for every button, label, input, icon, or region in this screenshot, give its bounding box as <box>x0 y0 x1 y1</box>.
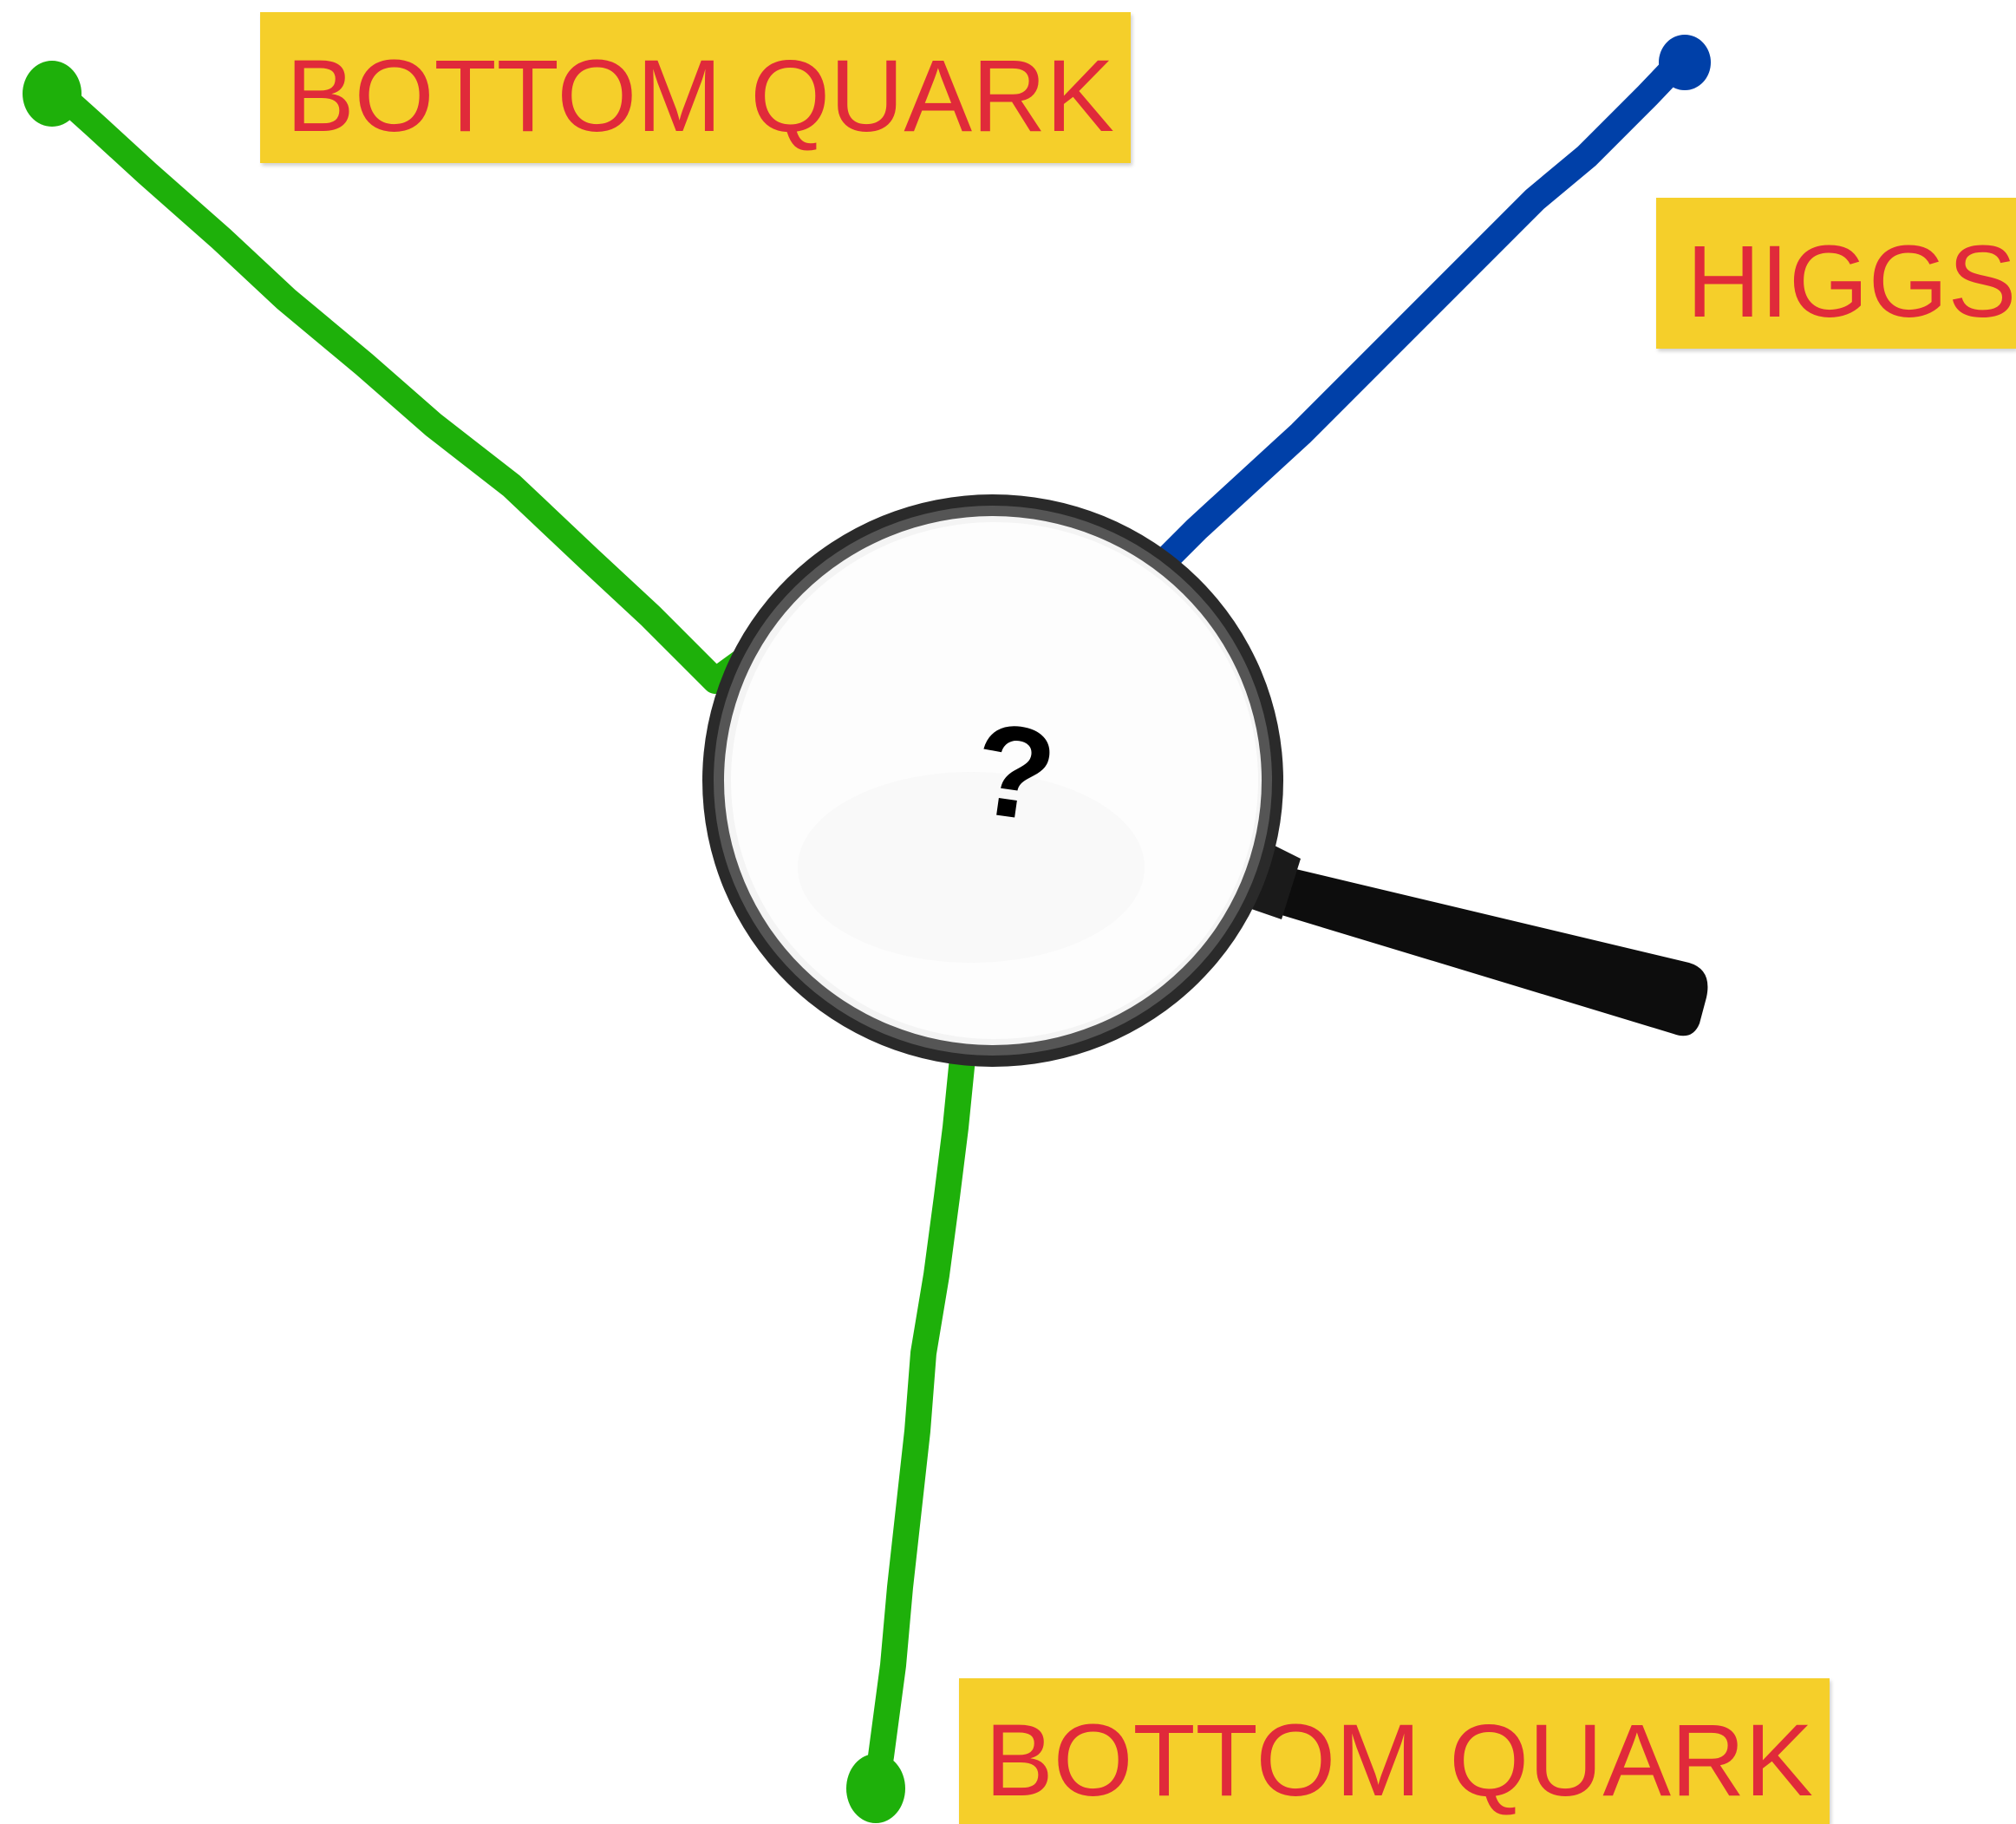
bottom-quark-line-lower <box>863 1045 975 1800</box>
question-mark: ? <box>964 694 1065 850</box>
bottom-quark-label-top-text: BOTTOM QUARK <box>286 39 1115 154</box>
bottom-quark-label-bottom: BOTTOM QUARK <box>959 1678 1830 1824</box>
higgs-label-text: HIGGS <box>1687 225 2016 339</box>
higgs-line <box>1149 46 1695 577</box>
bottom-quark-label-bottom-text: BOTTOM QUARK <box>985 1703 1814 1818</box>
bottom-quark-line-upper-end <box>23 61 82 127</box>
higgs-label: HIGGS <box>1656 198 2016 349</box>
magnifying-glass-icon <box>702 494 1708 1067</box>
bottom-quark-label-top: BOTTOM QUARK <box>260 12 1131 163</box>
bottom-quark-line-upper <box>39 74 776 694</box>
higgs-line-end <box>1659 35 1711 90</box>
bottom-quark-line-lower-end <box>846 1754 905 1823</box>
